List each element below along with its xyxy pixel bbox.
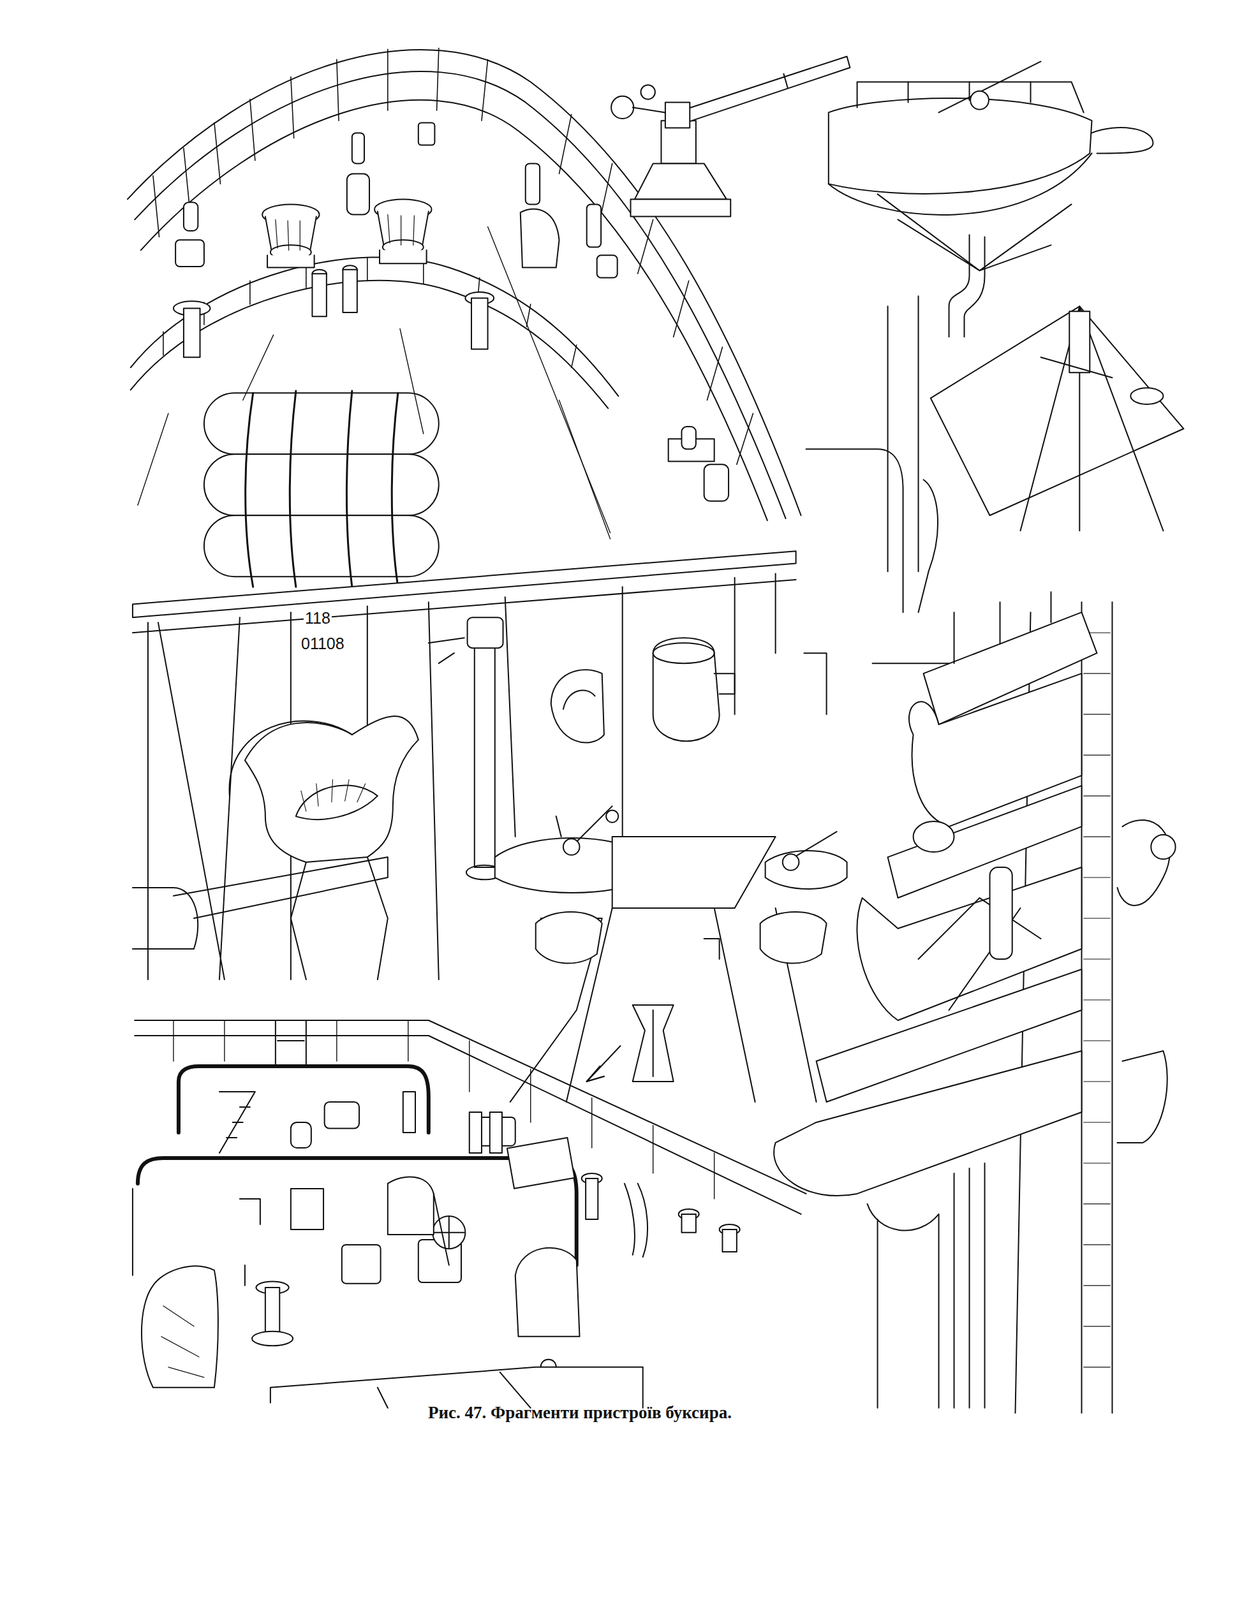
hull-marking: 118: [303, 609, 332, 628]
hull-marking: 01108: [299, 634, 346, 654]
fire-monitor: [611, 56, 850, 217]
wheelhouse-top: [495, 806, 848, 1103]
stern-deck: [132, 1020, 807, 1409]
mast-ladder: [773, 592, 1176, 1414]
bow-deck: [127, 48, 802, 588]
bulwark-fairlead: [132, 551, 827, 980]
figure-caption: Рис. 47. Фрагменти пристроїв буксира.: [428, 1403, 732, 1424]
mast-platform: [806, 61, 1185, 664]
